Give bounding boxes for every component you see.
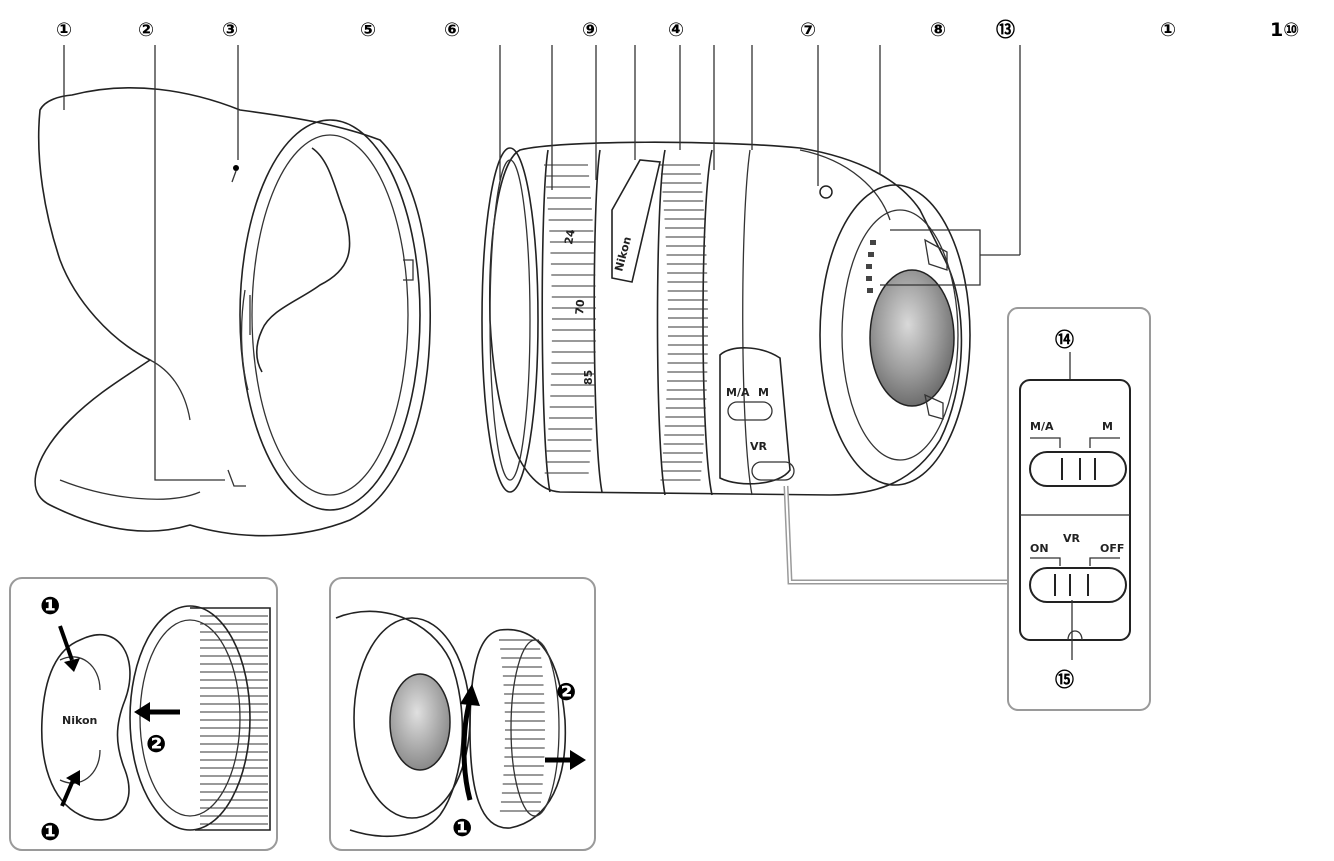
callout-1-left: ① [56, 19, 72, 41]
barrel-label-ma: M/A [726, 386, 750, 399]
callout-5: ⑤ [360, 19, 376, 41]
callout-7: ⑦ [800, 19, 816, 41]
callout-9: ⑨ [582, 19, 598, 41]
inset-rear-cap: ❷ ❶ [329, 577, 596, 851]
rear-step-1: ❶ [452, 814, 472, 842]
cap-step-2: ❷ [146, 730, 166, 758]
cap-step-1-top: ❶ [40, 592, 60, 620]
lens-hood [34, 87, 432, 537]
callout-row: ① ② ③ ⑤ ⑥ ⑨ ④ ⑦ ⑧ ⑬ ① 1⑩ [56, 18, 1299, 41]
brand-label: Nikon [612, 235, 634, 273]
barrel-label-vr: VR [750, 440, 768, 453]
focus-mode-label-ma: M/A [1030, 420, 1054, 433]
lens-leaders [499, 45, 1021, 585]
cpu-contacts [866, 240, 876, 293]
callout-10-partial: 1⑩ [1270, 19, 1299, 41]
callout-4: ④ [668, 19, 684, 41]
brand-window [611, 159, 661, 283]
callout-1-right: ① [1160, 19, 1176, 41]
zoom-ring [541, 149, 603, 493]
callout-14: ⑭ [1055, 328, 1074, 351]
barrel-vr-switch[interactable] [751, 461, 795, 481]
zoom-mark-85: 85 [582, 370, 595, 385]
leader-2 [154, 45, 225, 481]
vr-label-off: OFF [1100, 542, 1124, 555]
lens-body: Nikon 24 70 85 M/A M VR [481, 141, 971, 496]
callout-15: ⑮ [1055, 668, 1074, 691]
vr-label-on: ON [1030, 542, 1049, 555]
lens-mount [819, 184, 971, 486]
zoom-mark-70: 70 [573, 299, 587, 316]
barrel-focus-switch[interactable] [727, 401, 773, 421]
inset-front-cap: Nikon ❶ ❷ ❶ [9, 577, 278, 851]
cap-step-1-bottom: ❶ [40, 818, 60, 846]
switch-panel: ⑭ M/A M VR ON OFF ⑮ [1007, 307, 1151, 711]
callout-6: ⑥ [444, 19, 460, 41]
rear-element [869, 269, 955, 407]
callout-8: ⑧ [930, 19, 946, 41]
barrel-label-m: M [758, 386, 769, 399]
callout-2: ② [138, 19, 154, 41]
focus-mode-label-m: M [1102, 420, 1113, 433]
mounting-index [819, 185, 833, 199]
callout-13: ⑬ [996, 18, 1015, 41]
focus-ring [656, 149, 713, 496]
cap-brand-label: Nikon [62, 714, 97, 727]
vr-title: VR [1063, 532, 1081, 545]
barrel-switch-area [719, 347, 791, 485]
zoom-mark-24: 24 [562, 228, 578, 246]
rear-step-2: ❷ [556, 678, 576, 706]
callout-3: ③ [222, 19, 238, 41]
vr-switch[interactable] [1029, 567, 1127, 603]
front-lens-cap[interactable] [40, 633, 131, 821]
focus-mode-switch[interactable] [1029, 451, 1127, 487]
